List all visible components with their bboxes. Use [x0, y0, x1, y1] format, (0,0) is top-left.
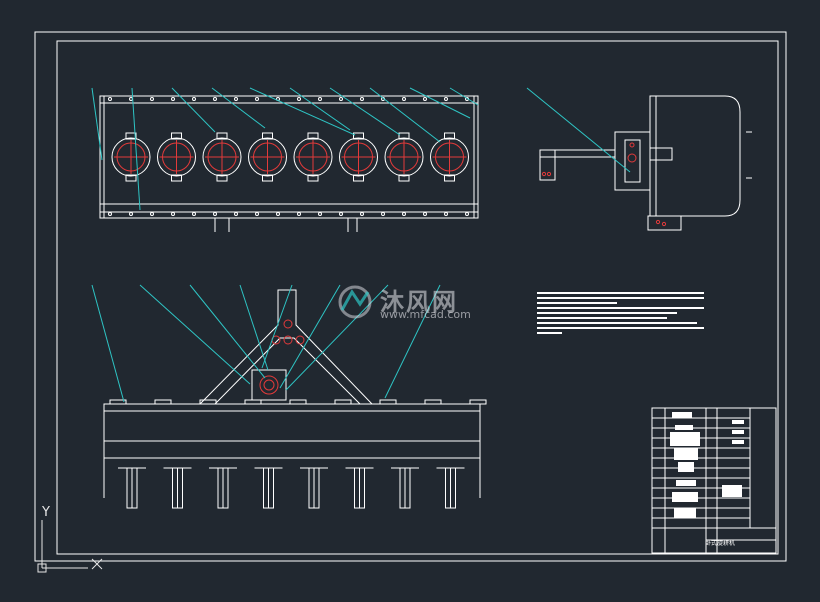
blade: [300, 467, 328, 509]
leader-line: [261, 284, 293, 369]
blade: [118, 467, 146, 509]
leader-line: [91, 284, 125, 403]
leader-line: [449, 87, 479, 106]
top-bolts: [108, 97, 469, 216]
ucs-y-label: Y: [42, 505, 50, 520]
blade: [209, 467, 237, 509]
blade: [163, 467, 192, 509]
leader-lines: [91, 87, 631, 403]
leader-line: [329, 87, 401, 136]
rotor: [157, 132, 196, 182]
blade: [345, 467, 374, 509]
front-view: [103, 289, 487, 509]
blade: [391, 467, 419, 509]
side-view: [539, 95, 752, 231]
drawing-title: 卧式旋耕机: [705, 540, 736, 547]
technical-notes: [537, 292, 704, 334]
leader-line: [369, 87, 441, 143]
leader-line: [139, 284, 251, 385]
watermark-url: www.mfcad.com: [380, 308, 471, 321]
leader-line: [131, 87, 141, 211]
front-blades: [118, 467, 465, 509]
rotor: [384, 132, 424, 182]
rotor: [111, 132, 151, 182]
leader-line: [189, 284, 266, 379]
rotor: [339, 132, 378, 182]
rotor: [430, 132, 469, 182]
rotor: [248, 132, 287, 182]
leader-line: [211, 87, 266, 129]
leader-line: [249, 87, 356, 136]
leader-line: [409, 87, 471, 119]
leader-line: [239, 284, 269, 371]
leader-line: [279, 284, 341, 389]
blade: [436, 467, 465, 509]
rotor: [293, 132, 333, 182]
top-rotors: [111, 132, 469, 182]
ucs-icon: [37, 520, 103, 573]
top-view: [99, 95, 479, 232]
leader-line: [91, 87, 103, 161]
leader-line: [384, 284, 441, 399]
parts-list-fills: [670, 412, 744, 518]
front-bolts: [109, 399, 487, 405]
leader-line: [171, 87, 216, 133]
blade: [254, 467, 283, 509]
leader-line: [285, 284, 389, 391]
watermark-text: 沐风网: [380, 288, 458, 316]
leader-line: [289, 87, 351, 131]
drawing-frame: [34, 31, 787, 562]
mfcad-logo-icon: [338, 285, 372, 319]
leader-line: [526, 87, 631, 173]
rotor: [202, 132, 242, 182]
parts-list-table: [651, 407, 777, 554]
